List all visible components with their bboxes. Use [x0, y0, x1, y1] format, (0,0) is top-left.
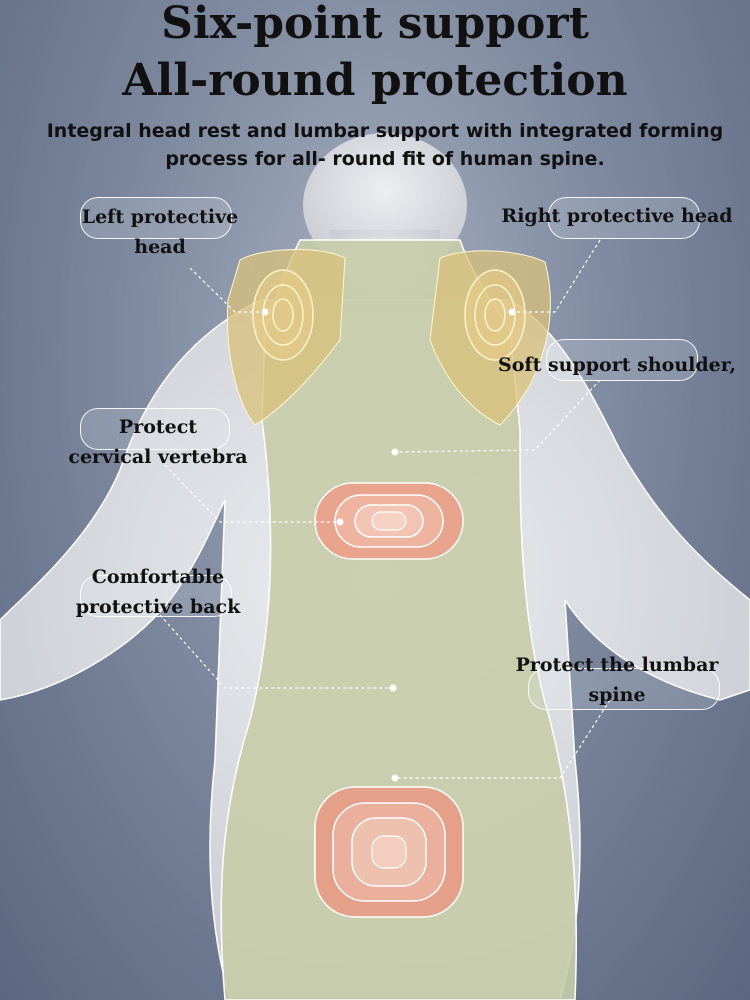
- callout-lumbar-line-1: Protect the lumbar: [515, 654, 719, 676]
- callout-right-head: Right protective head: [501, 205, 733, 227]
- heading-line-1: Six-point support: [161, 0, 589, 49]
- callout-shoulder: Soft support shoulder,: [498, 354, 736, 376]
- callout-pill-back: [80, 575, 232, 617]
- leader-lines: [159, 239, 611, 779]
- description-line-1: Integral head rest and lumbar support wi…: [46, 120, 724, 142]
- heading-line-2: All-round protection: [122, 55, 628, 106]
- upper-heat-pad: [314, 482, 464, 560]
- lower-heat-pad: [314, 786, 464, 918]
- callout-pill-left-head: [80, 197, 232, 239]
- description-line-2: process for all- round fit of human spin…: [165, 148, 605, 170]
- callout-pill-lumbar: [528, 668, 720, 710]
- right-shoulder-rings: [464, 269, 526, 361]
- callout-back-line-1: Comfortable: [91, 566, 225, 588]
- callout-cervical-line-1: Protect: [118, 416, 198, 438]
- callout-cervical-line-2: cervical vertebra: [68, 446, 248, 468]
- left-shoulder-rings: [252, 269, 314, 361]
- callout-lumbar-line-2: spine: [588, 684, 646, 706]
- callout-left-head-line-1: Left protective: [81, 206, 239, 228]
- callout-left-head-line-2: head: [134, 236, 186, 258]
- anchor-dots: [261, 308, 516, 782]
- callout-pill-right-head: [548, 197, 700, 239]
- callout-pill-shoulder: [546, 339, 698, 381]
- callout-back-line-2: protective back: [75, 596, 241, 618]
- callout-pill-cervical: [80, 408, 230, 450]
